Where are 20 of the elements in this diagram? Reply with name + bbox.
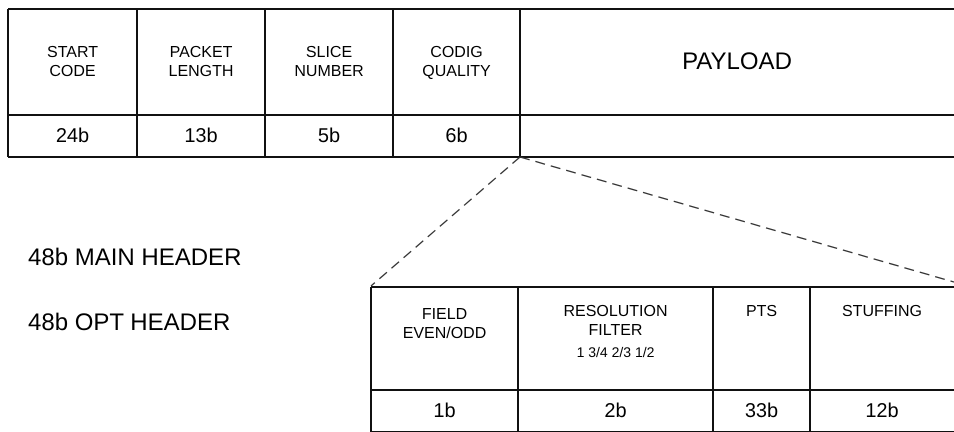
bit-width: 6b [445, 124, 468, 148]
bit-width: 5b [318, 124, 340, 148]
field-name: STUFFING [842, 302, 922, 322]
field-name: CODIG QUALITY [422, 42, 492, 82]
header-size-label: 48b OPT HEADER [28, 308, 230, 338]
field-values: 1 3/4 2/3 1/2 [576, 344, 654, 360]
header-size-label: 48b MAIN HEADER [28, 244, 242, 272]
field-name: SLICE NUMBER [294, 42, 364, 82]
bit-width: 12b [865, 399, 899, 423]
bit-width: 1b [433, 399, 456, 423]
field-name: PTS [746, 302, 778, 322]
field-name: START CODE [46, 42, 99, 82]
bit-width: 33b [744, 399, 778, 423]
field-name: PAYLOAD [682, 48, 792, 76]
bit-width: 13b [184, 124, 218, 148]
field-name: RESOLUTION FILTER [562, 302, 668, 340]
field-name: PACKET LENGTH [168, 42, 234, 82]
bit-width: 24b [56, 124, 90, 148]
field-name: FIELD EVEN/ODD [402, 304, 488, 344]
bit-width: 2b [604, 399, 627, 423]
